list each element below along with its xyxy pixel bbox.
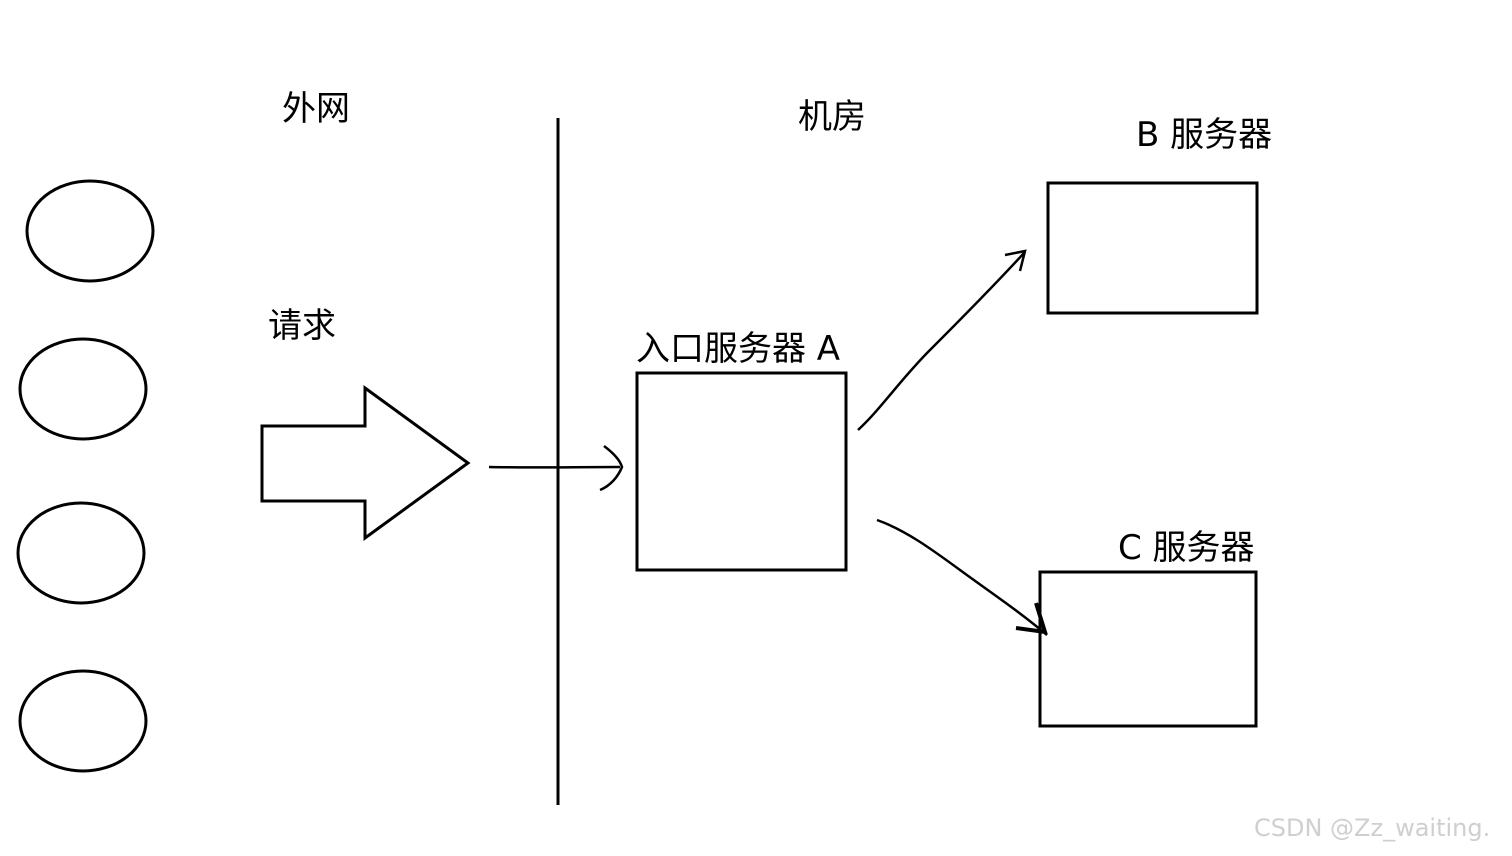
arrow-a-to-b-head bbox=[1004, 249, 1027, 272]
client-ellipse bbox=[16, 501, 146, 605]
server-b-box bbox=[1046, 181, 1259, 315]
server-c-label: C 服务器 bbox=[1118, 528, 1255, 568]
machine-room-label: 机房 bbox=[798, 97, 866, 137]
watermark-text: CSDN @Zz_waiting. bbox=[1254, 814, 1491, 842]
client-ellipse bbox=[18, 337, 148, 441]
arrow-to-entry-server-head bbox=[599, 445, 624, 492]
arrow-a-to-c bbox=[876, 518, 1048, 636]
server-c-box bbox=[1038, 570, 1258, 728]
server-b-label: B 服务器 bbox=[1136, 115, 1273, 155]
outer-network-label: 外网 bbox=[282, 89, 350, 129]
entry-server-box bbox=[635, 371, 848, 572]
arrow-a-to-c-head bbox=[1015, 602, 1048, 635]
client-ellipse bbox=[18, 669, 148, 773]
request-label: 请求 bbox=[268, 306, 336, 346]
client-ellipse bbox=[25, 179, 155, 283]
arrow-a-to-b bbox=[857, 252, 1025, 431]
entry-server-label: 入口服务器 A bbox=[636, 329, 841, 369]
request-block-arrow bbox=[260, 385, 471, 541]
